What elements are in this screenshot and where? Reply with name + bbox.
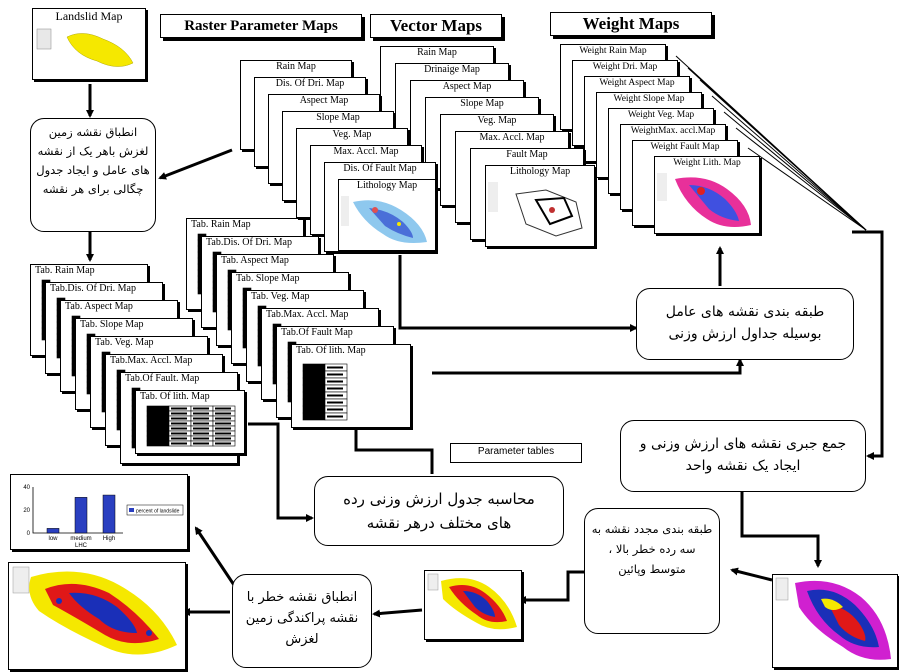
weight-map-card-label: Weight Rain Map	[579, 46, 647, 56]
tab-left-card-label: Tab. Veg. Map	[95, 337, 154, 348]
tab-mid-card-label: Tab. Veg. Map	[251, 291, 310, 302]
tab-left-card-label: Tab.Dis. Of Dri. Map	[50, 283, 136, 294]
table-grid	[146, 405, 236, 447]
bar-category-label: medium	[70, 536, 91, 542]
arrow-weights-to-sum	[852, 230, 884, 460]
raster-map-card-label: Dis. Of Dri. Map	[275, 78, 345, 89]
hazard-map	[424, 570, 522, 640]
bar-chart-ytick: 0	[27, 531, 31, 537]
tab-left-card-label: Tab. Slope Map	[80, 319, 144, 330]
compute-weights-box: محاسبه جدول ارزش وزنی رده های مختلف درهر…	[314, 476, 564, 546]
weight-lith-map-image	[657, 173, 751, 227]
raster-map-card: Lithology Map	[338, 179, 436, 251]
raster-map-card-label: Dis. Of Fault Map	[343, 163, 417, 174]
tab-mid-card-label: Tab. Of lith. Map	[296, 345, 366, 356]
lithology-map-image	[341, 196, 427, 243]
table-grid	[302, 363, 348, 421]
vector-map-card-label: Fault Map	[506, 149, 548, 160]
weight-map-card-label: Weight Dri. Map	[592, 62, 658, 72]
result-hazard-map	[8, 562, 186, 670]
bar-category-label: High	[103, 536, 115, 542]
vector-map-card-label: Max. Accl. Map	[479, 132, 545, 143]
weight-map-card-label: Weight Veg. Map	[627, 110, 695, 120]
tab-left-card: Tab. Of lith. Map	[135, 390, 245, 454]
vector-map-card-label: Veg. Map	[477, 115, 517, 126]
arrow-overlay-to-chart	[194, 526, 238, 589]
arrow-to-classify	[398, 255, 638, 332]
vector-map-card: Lithology Map	[485, 165, 595, 247]
arrow-tables-to-compute	[248, 422, 314, 522]
header-vector-maps: Vector Maps	[370, 14, 502, 38]
tab-mid-card: Tab. Of lith. Map	[291, 344, 411, 428]
sum-weights-box: جمع جبری نقشه های ارزش وزنی و ایجاد یک ن…	[620, 420, 866, 492]
raster-map-card-label: Slope Map	[316, 112, 360, 123]
hazard-map-image	[427, 573, 517, 630]
header-weight-maps: Weight Maps	[550, 12, 712, 36]
weight-map-card-label: Weight Slope Map	[613, 94, 685, 104]
overlay-density-box: انطباق نقشه زمین لغزش باهر یک از نقشه ها…	[30, 118, 156, 232]
arrow-raster-to-overlay	[158, 148, 233, 180]
overlay-hazard-box: انطباق نقشه خطر با نقشه پراکندگی زمین لغ…	[232, 574, 372, 668]
bar-chart-ytick: 20	[23, 508, 30, 514]
reclassify-box: طبقه بندی مجدد نقشه به سه رده خطر بالا ،…	[584, 508, 720, 634]
bar-chart-legend-swatch	[129, 508, 134, 512]
weight-fan-lines	[675, 55, 867, 231]
vector-map-card-label: Lithology Map	[509, 166, 571, 177]
vector-map-card-label: Slope Map	[460, 98, 504, 109]
bar-chart-xlabel: LHC	[75, 543, 88, 549]
tab-mid-card-label: Tab. Aspect Map	[221, 255, 289, 266]
tab-left-card-label: Tab. Rain Map	[35, 265, 95, 276]
bar-category-label: low	[48, 536, 58, 542]
classify-weights-box: طبقه بندی نقشه های عامل بوسیله جداول ارز…	[636, 288, 854, 360]
header-raster-maps: Raster Parameter Maps	[160, 14, 362, 38]
weight-map-card-label: Weight Fault Map	[650, 142, 720, 152]
vector-map-card-label: Rain Map	[417, 47, 457, 58]
vector-map-card-label: Aspect Map	[442, 81, 492, 92]
tab-mid-card-label: Tab.Of Fault Map	[281, 327, 353, 338]
final-lhz-map	[772, 574, 898, 668]
weight-map-card-label: Weight Aspect Map	[599, 78, 675, 88]
result-hazard-map-image	[12, 566, 178, 655]
landslide-map: Landslid Map	[32, 8, 146, 80]
arrow-hazard-to-overlay	[372, 608, 423, 618]
tab-left-card-label: Tab.Max. Accl. Map	[110, 355, 193, 366]
arrow-compute-to-tables	[352, 418, 434, 474]
parameter-tables-label: Parameter tables	[450, 443, 582, 463]
bar-chart-ytick: 40	[23, 485, 30, 491]
bar	[74, 497, 88, 534]
raster-map-card-label: Veg. Map	[332, 129, 372, 140]
landslide-map-label: Landslid Map	[55, 9, 123, 23]
weight-map-card-label: Weight Lith. Map	[673, 158, 741, 168]
tab-left-card-label: Tab.Of Fault. Map	[125, 373, 200, 384]
weight-map-card-label: WeightMax. accl.Map	[630, 126, 716, 136]
arrow-tables-to-classify	[432, 358, 744, 375]
vector-lithology-image	[488, 182, 583, 237]
tab-mid-card-label: Tab. Rain Map	[191, 219, 251, 230]
arrow-final-to-reclassify	[730, 567, 773, 582]
bar	[46, 528, 60, 534]
tab-left-card-label: Tab. Of lith. Map	[140, 391, 210, 402]
tab-left-card-label: Tab. Aspect Map	[65, 301, 133, 312]
bar-chart-legend-label: percent of landslide	[136, 509, 180, 515]
bar	[102, 494, 116, 534]
arrow-reclassify-to-hazard	[518, 570, 584, 604]
tab-mid-card-label: Tab.Max. Accl. Map	[266, 309, 349, 320]
raster-map-card-label: Max. Accl. Map	[333, 146, 399, 157]
tab-mid-card-label: Tab.Dis. Of Dri. Map	[206, 237, 292, 248]
raster-map-card-label: Lithology Map	[356, 180, 418, 191]
raster-map-card-label: Aspect Map	[299, 95, 349, 106]
arrow-sum-to-final	[740, 492, 822, 568]
vector-map-card-label: Drinaige Map	[424, 64, 480, 75]
bar-chart-legend	[126, 504, 184, 516]
weight-map-card: Weight Lith. Map	[654, 156, 760, 234]
landslide-map-image	[36, 28, 134, 67]
bar-chart-axes	[32, 487, 123, 534]
tab-mid-card-label: Tab. Slope Map	[236, 273, 300, 284]
final-lhz-map-image	[775, 577, 891, 660]
raster-map-card-label: Rain Map	[276, 61, 316, 72]
